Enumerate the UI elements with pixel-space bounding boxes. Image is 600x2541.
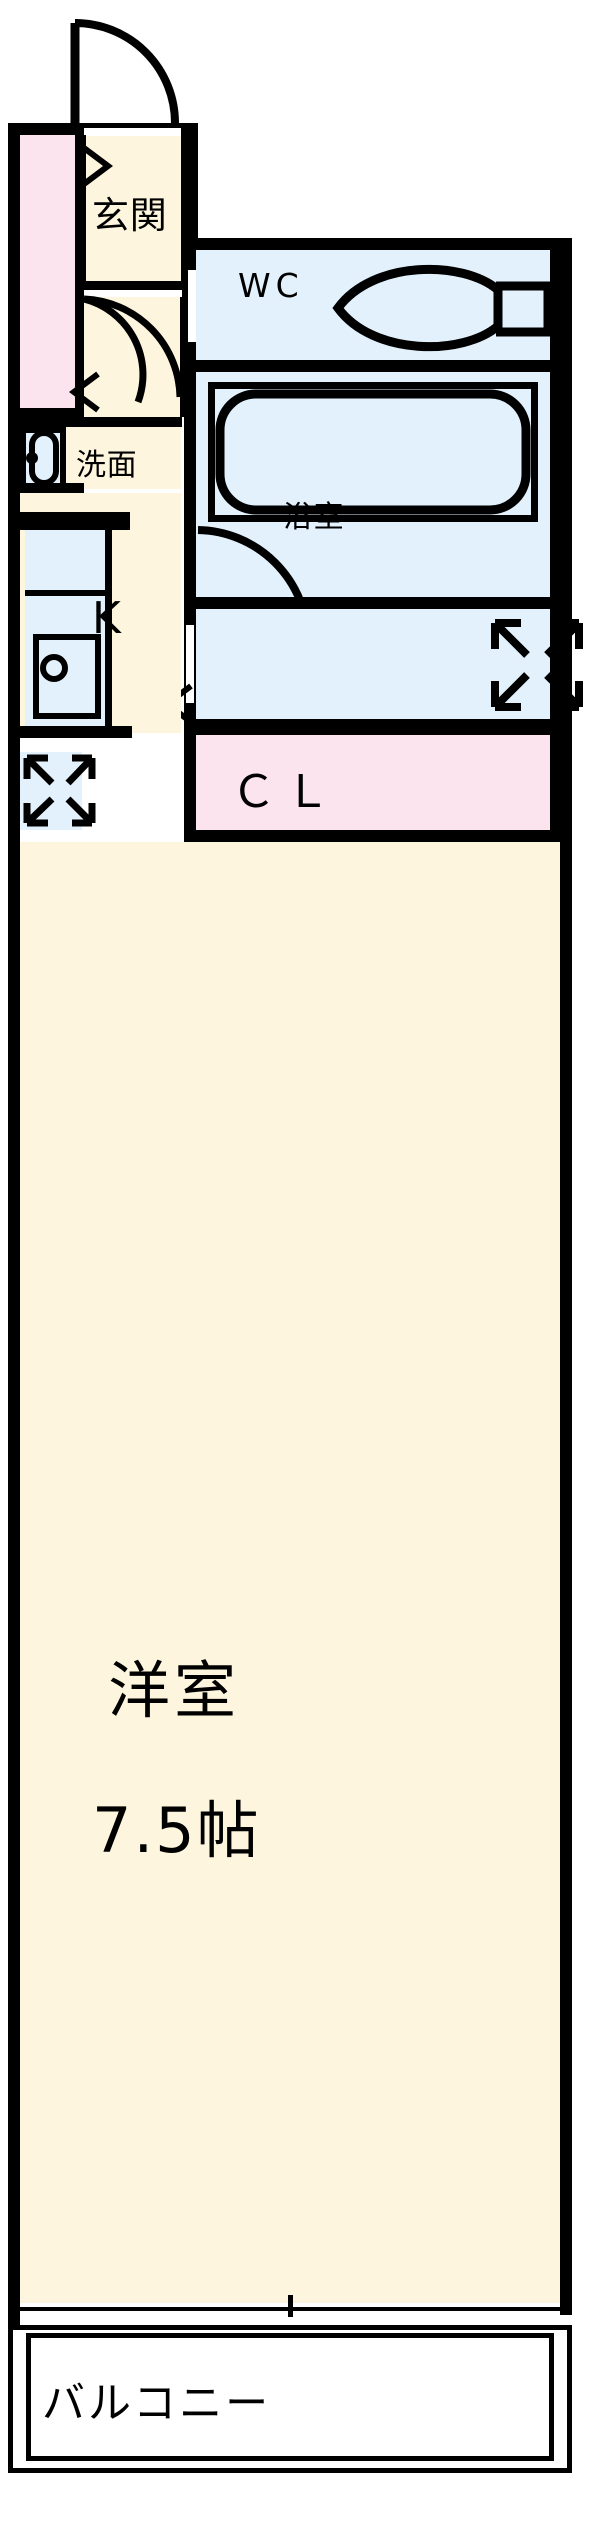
shoe-closet-wall-bottom <box>20 408 84 417</box>
closet-wall-left <box>184 735 196 830</box>
kitchen-label: K <box>92 593 122 644</box>
balcony-label: バルコニー <box>42 2379 272 2429</box>
closet-wall-bottom <box>184 830 562 842</box>
living-room-floor-lower <box>20 842 560 2303</box>
bathroom-wall-right <box>550 372 562 597</box>
washer-wall-bottom <box>184 719 562 735</box>
wc-outer-right-wall <box>550 238 562 363</box>
genkan-threshold <box>84 128 181 136</box>
bathroom-wall-left <box>184 372 196 597</box>
bathtub-fixture-icon <box>215 389 531 515</box>
opening-marker-icon-2 <box>69 371 100 413</box>
toilet-fixture-icon <box>332 264 553 352</box>
washer-door-gap <box>186 625 194 703</box>
washbasin-wall-top <box>8 417 182 427</box>
genkan-door-gap <box>84 290 182 297</box>
closet-label: ＣＬ <box>231 765 340 818</box>
entrance-door-swing-icon <box>70 19 179 124</box>
interior-door-swing-icon <box>83 295 184 404</box>
washing-machine-pan-icon <box>491 619 583 711</box>
balcony-inner-frame <box>26 2333 554 2461</box>
closet-floor <box>196 735 550 830</box>
kitchen-counter-divider <box>25 590 111 596</box>
wc-wall-bottom <box>182 360 562 372</box>
bathtub-outer <box>208 382 538 522</box>
opening-marker-icon <box>82 145 113 187</box>
closet-wall-right <box>550 735 562 830</box>
genkan-label: 玄関 <box>92 194 168 237</box>
genkan-wall-bottom <box>78 281 182 290</box>
genkan-wall-left <box>78 135 86 285</box>
kitchen-counter-edge-right <box>105 530 112 726</box>
living-room-wall-right <box>560 238 572 2303</box>
living-room-area-label: 7.5帖 <box>92 1794 261 1867</box>
kitchen-counter-top-wall <box>20 512 130 530</box>
wc-floor <box>196 250 550 360</box>
washing-machine-pan-icon-2 <box>23 754 96 827</box>
bathroom-floor <box>196 372 550 597</box>
entry-shoe-closet <box>20 135 75 417</box>
wc-label: WC <box>238 266 304 305</box>
washbasin-wall-bottom <box>8 483 84 493</box>
outer-wall-left <box>8 123 20 2393</box>
bathroom-label: 浴室 <box>283 500 345 535</box>
wc-door-gap <box>188 270 196 342</box>
window-center-mullion <box>288 2295 293 2317</box>
washbasin-fixture-icon <box>26 430 59 486</box>
living-room-name-label: 洋室 <box>108 1654 241 1727</box>
wc-wall-frame <box>182 238 562 250</box>
bathroom-wall-bottom <box>184 597 562 609</box>
kitchen-sink-drain-icon <box>40 654 68 682</box>
kitchen-counter-bottom-wall <box>20 726 132 738</box>
washbasin-label: 洗面 <box>76 448 138 483</box>
